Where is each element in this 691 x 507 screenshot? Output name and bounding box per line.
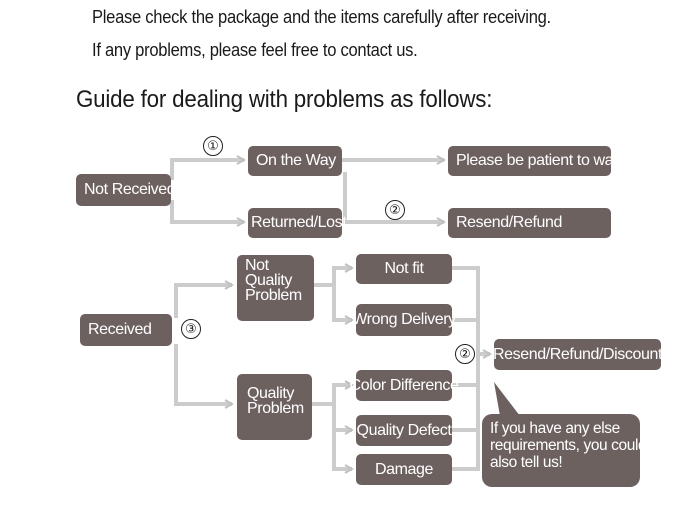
node-be-patient: Please be patient to wait [448,146,621,176]
connector-notquality-notfit [314,268,352,287]
quality-line-2: Problem [247,400,304,417]
connector-notreceived-ontheway [170,160,244,180]
quality-line-1: Quality [247,385,294,402]
node-not-quality-problem: Not Quality Problem [237,255,314,321]
connector-received-notquality [174,285,232,318]
node-on-the-way: On the Way [248,146,342,176]
node-resend-refund-discount: Resend/Refund/Discount [493,339,662,370]
node-resend-refund: Resend/Refund [448,208,611,238]
marker-2-top: ② [385,200,405,220]
connector-notquality-wrong [332,285,352,320]
not-quality-line-2: Quality [245,272,292,289]
node-not-received: Not Received [76,174,176,206]
node-damage: Damage [356,454,452,485]
bubble-line-1: If you have any else [490,420,620,437]
bubble-tail [494,382,520,416]
connector-ontheway-resend [343,172,444,222]
marker-1: ① [203,136,223,156]
connector-quality-color [312,385,352,406]
not-quality-line-1: Not [245,257,269,274]
node-wrong-delivery: Wrong Delivery [352,304,456,336]
connector-collector [452,266,480,471]
guide-title: Guide for dealing with problems as follo… [76,86,493,113]
speech-bubble: If you have any else requirements, you c… [482,414,647,487]
node-received: Received [80,314,172,346]
bubble-line-2: requirements, you could [490,437,647,454]
node-quality-problem: Quality Problem [237,374,312,440]
marker-2-bottom: ② [455,344,475,364]
connector-quality-defect [332,404,352,430]
bubble-line-3: also tell us! [490,454,563,471]
node-not-fit: Not fit [356,254,452,284]
not-quality-line-3: Problem [245,287,302,304]
marker-3: ③ [181,319,201,339]
node-returned-lost: Returned/Lost [248,208,347,238]
node-color-difference: Color Difference [350,370,459,401]
node-quality-defect: Quality Defect [356,415,452,446]
connector-quality-damage [332,430,352,469]
intro-line-1: Please check the package and the items c… [92,7,551,27]
connector-notreceived-returned [170,200,244,222]
connector-received-quality [174,344,232,404]
intro-line-2: If any problems, please feel free to con… [92,40,418,60]
